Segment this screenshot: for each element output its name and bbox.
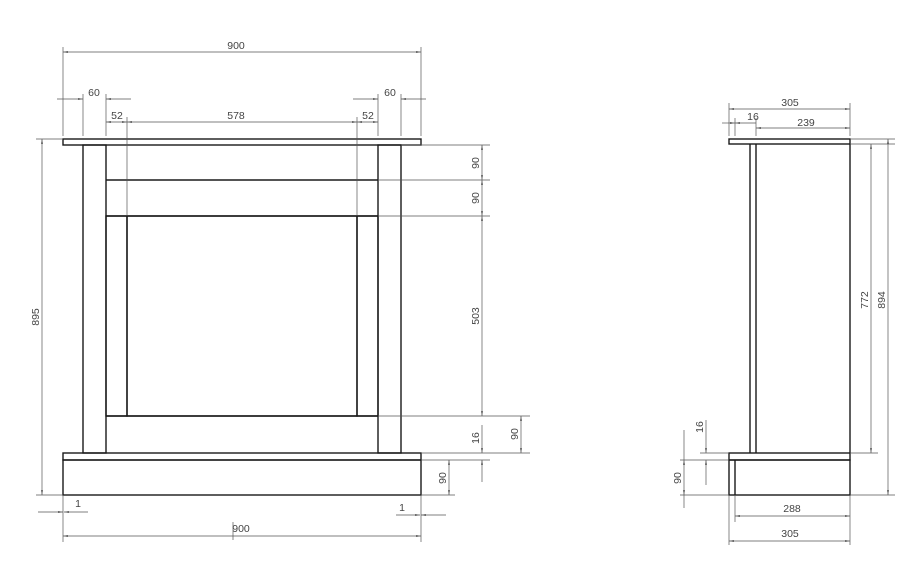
dim-side-hearth-thickness: 16 [694,421,706,433]
dim-side-base-height: 90 [672,472,684,484]
base-block [62,459,422,496]
right-leg [377,144,402,454]
dim-side-inner-height: 772 [859,291,871,309]
left-inner-pillar [105,215,128,417]
dim-side-base-depth-inner: 288 [783,503,801,515]
dim-opening-height: 503 [470,307,482,325]
dim-opening-width: 578 [227,110,245,122]
dim-left-offset: 1 [75,498,81,510]
front-view [62,138,422,496]
dim-header-band-2: 90 [470,192,482,204]
dim-base-height: 90 [437,472,449,484]
mantel-shelf [62,138,422,146]
right-inner-pillar [356,215,379,417]
dim-right-leg: 52 [362,110,374,122]
dim-side-depth-top: 305 [781,97,799,109]
dim-right-offset: 1 [399,502,405,514]
left-leg [82,144,107,454]
dim-width-top: 900 [227,40,245,52]
dim-side-base-depth: 305 [781,528,799,540]
side-base-block [728,459,851,496]
dim-width-bottom: 900 [232,523,250,535]
hearth-plate [62,452,422,461]
dim-left-overhang: 60 [88,87,100,99]
dim-front-height: 895 [30,308,42,326]
dim-right-overhang: 60 [384,87,396,99]
side-view [728,138,851,496]
dim-left-leg: 52 [111,110,123,122]
dim-side-body-depth: 239 [797,117,815,129]
dim-side-top-overhang: 16 [747,111,759,123]
dim-hearth-thickness: 16 [470,432,482,444]
firebox-opening [126,215,358,417]
dim-side-total-height: 894 [876,291,888,309]
side-dimensions: 305 16 239 772 894 16 90 288 [672,97,895,545]
side-hearth-plate [728,452,851,461]
dim-plinth-band: 90 [509,428,521,440]
side-mantel-shelf [728,138,851,145]
dim-header-band-1: 90 [470,157,482,169]
front-dimensions: 900 60 60 52 578 52 895 90 [30,40,530,542]
